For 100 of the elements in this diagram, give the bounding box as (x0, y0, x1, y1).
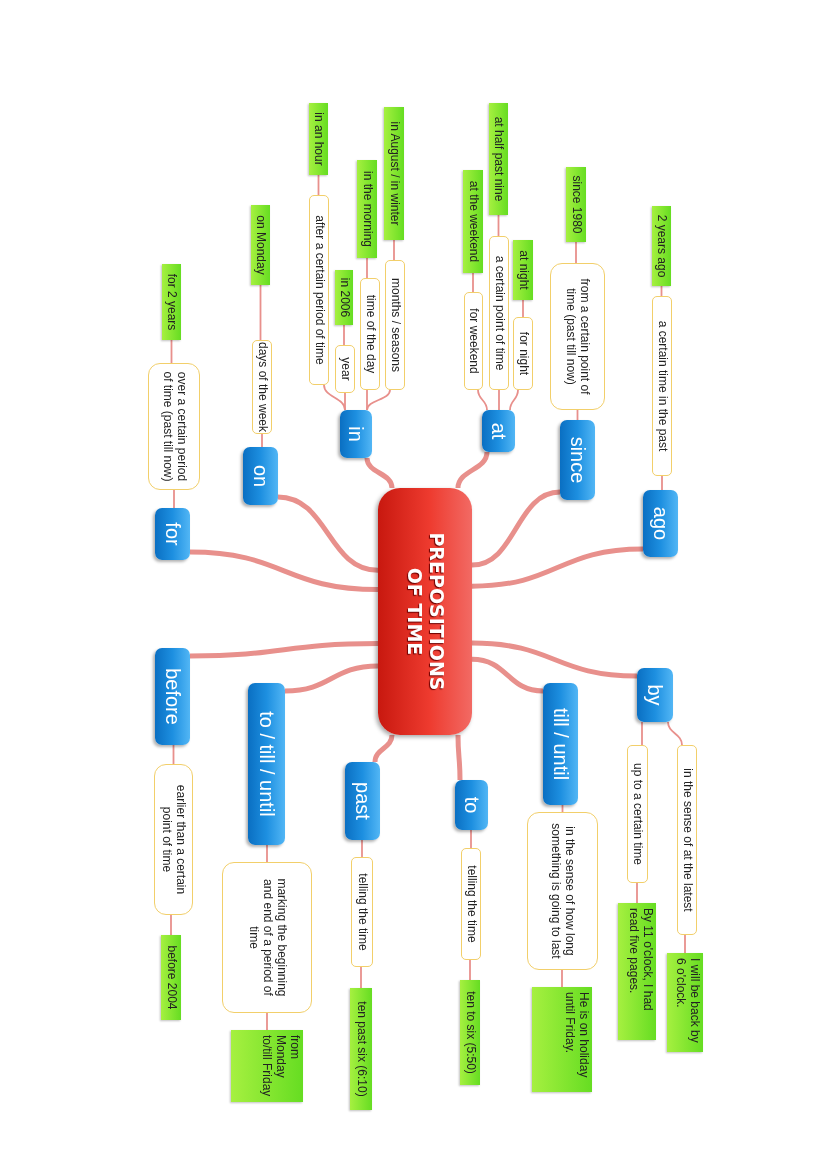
example-text: By 11 o'clock, I had read five pages. (626, 908, 654, 1013)
example-box (335, 270, 353, 325)
preposition-label: since (566, 436, 589, 484)
example-text: on Monday (253, 215, 268, 275)
connector-line (317, 174, 320, 196)
example-box (251, 205, 270, 285)
connector-line (477, 389, 488, 411)
connector-line (261, 433, 263, 448)
connector-line (266, 1012, 268, 1031)
usage-text: for weekend (466, 308, 481, 374)
example-box (667, 953, 703, 1052)
connector-line (360, 966, 362, 989)
topic-title: PREPOSITIONS OF TIME (403, 531, 447, 693)
preposition-box (155, 648, 190, 745)
preposition-label: before (161, 668, 184, 725)
example-box (489, 103, 508, 215)
connector-line (366, 389, 391, 411)
example-box (460, 980, 480, 1085)
usage-box (309, 195, 329, 385)
connector-line (471, 656, 544, 694)
connector-line (170, 339, 173, 364)
connector-line (259, 284, 262, 341)
preposition-box (243, 447, 278, 505)
connector-line (497, 214, 500, 237)
usage-text: a certain point of time (492, 255, 506, 371)
usage-text: months / seasons (388, 277, 402, 373)
usage-box (148, 363, 200, 490)
connector-line (189, 641, 379, 659)
usage-box (385, 260, 405, 390)
preposition-label: till / until (549, 707, 572, 781)
example-box (618, 903, 656, 1040)
preposition-label: in (344, 426, 368, 442)
preposition-box (560, 420, 595, 500)
example-text: in August / in winter (387, 121, 401, 226)
example-text: I will be back by 6 o'clock. (673, 958, 701, 1045)
usage-text: telling the time (355, 873, 369, 951)
usage-box (461, 848, 481, 960)
example-text: at night (516, 250, 530, 290)
connector-line (667, 721, 683, 746)
preposition-box (455, 780, 488, 830)
example-box (357, 160, 377, 258)
connector-line (469, 959, 471, 981)
preposition-label: by (643, 684, 667, 706)
connector-line (470, 829, 472, 849)
connector-line (266, 844, 268, 863)
connector-line (641, 721, 643, 746)
connector-line (172, 744, 175, 765)
usage-box (154, 764, 193, 915)
preposition-box (637, 668, 673, 722)
connector-line (636, 882, 638, 904)
usage-box (550, 263, 605, 410)
connector-line (364, 457, 395, 489)
preposition-label: for (161, 522, 184, 546)
topic-box (378, 488, 472, 735)
connector-line (393, 239, 395, 261)
preposition-box (543, 683, 578, 805)
example-text: ten past six (6:10) (354, 1001, 368, 1097)
example-text: 2 years ago (654, 214, 669, 278)
connector-line (323, 384, 346, 411)
connector-line (170, 914, 172, 936)
usage-box (677, 745, 697, 935)
usage-text: earlier than a certain point of time (159, 783, 188, 897)
example-box (231, 1030, 303, 1102)
connector-line (684, 934, 686, 954)
example-box (463, 170, 483, 273)
example-text: before 2004 (164, 945, 178, 1010)
connector-line (472, 272, 474, 293)
example-box (162, 264, 181, 340)
example-text: at the weekend (466, 180, 480, 263)
example-text: for 2 years (164, 273, 179, 331)
example-box (652, 206, 671, 286)
usage-text: from a certain point of time (past till now) (563, 277, 592, 397)
connector-line (366, 389, 368, 411)
connector-line (575, 241, 577, 264)
example-box (384, 107, 404, 240)
usage-box (222, 862, 312, 1013)
usage-box (351, 857, 373, 967)
example-text: since 1980 (569, 175, 583, 234)
connector-line (361, 839, 363, 858)
connector-line (455, 735, 463, 780)
preposition-label: past (351, 782, 374, 820)
usage-text: year (338, 357, 352, 381)
preposition-label: ago (649, 506, 672, 541)
connector-line (471, 489, 561, 568)
example-box (513, 240, 533, 300)
usage-box (360, 278, 380, 390)
usage-text: for night (516, 331, 530, 376)
example-box (350, 988, 372, 1110)
connector-line (509, 389, 519, 411)
usage-text: time of the day (363, 294, 377, 374)
usage-text: up to a certain time (630, 762, 645, 866)
example-text: from Monday to/till Friday (259, 1035, 301, 1097)
usage-text: days of the week (255, 341, 269, 433)
connector-line (455, 451, 490, 489)
usage-box (527, 812, 598, 970)
connector-line (561, 969, 563, 988)
example-text: in an hour (311, 112, 326, 166)
preposition-box (643, 490, 678, 557)
example-box (566, 167, 586, 242)
usage-text: after a certain period of time (312, 215, 326, 365)
